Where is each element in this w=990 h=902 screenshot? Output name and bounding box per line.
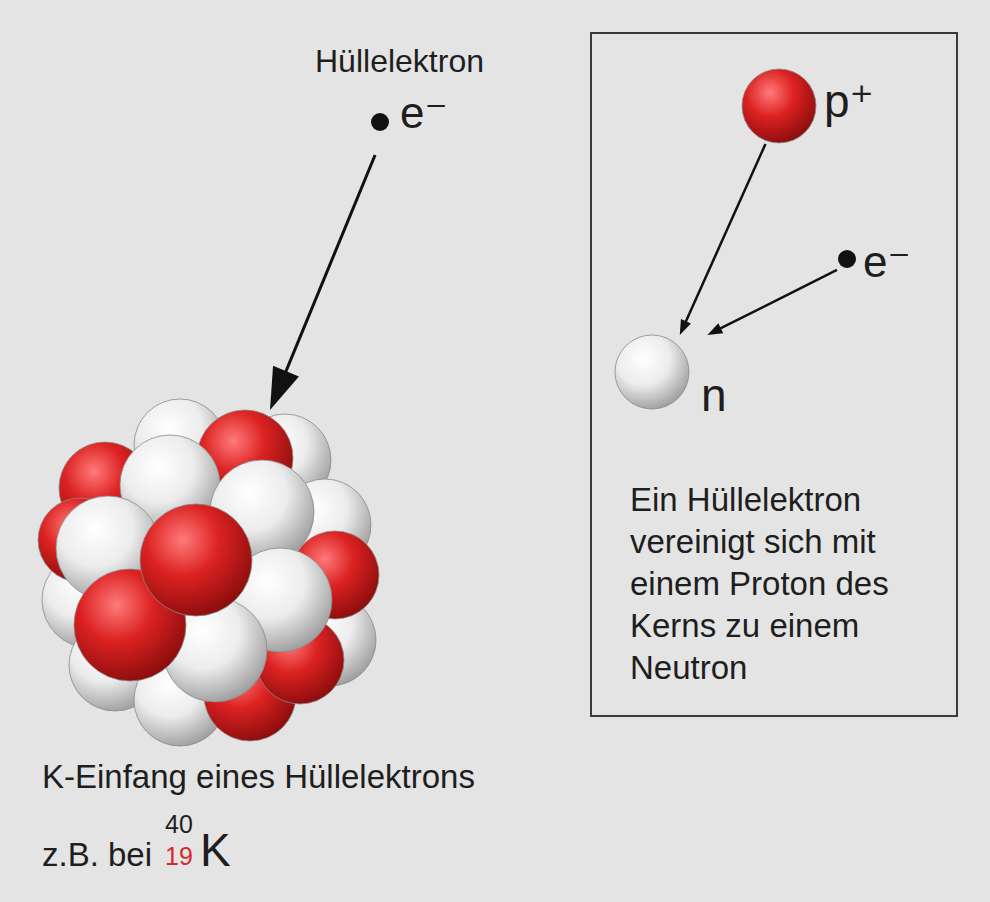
- nucleus-node: K-Einfang eines Hüllelektrons: [36, 410, 556, 805]
- proton-particle: p⁺: [742, 69, 880, 144]
- arrow-connector: [707, 270, 837, 335]
- proton-symbol: p⁺: [824, 75, 874, 128]
- neutron-symbol: n: [701, 369, 727, 422]
- arrow-connector: [680, 144, 766, 335]
- proton-sphere: [140, 504, 252, 616]
- inset-box: Ein Hüllelektron vereinigt sich mit eine…: [590, 32, 958, 717]
- inset-description: Ein Hüllelektron vereinigt sich mit eine…: [630, 479, 935, 689]
- electron-symbol: e⁻: [400, 88, 448, 139]
- particle-sphere: [615, 335, 689, 409]
- arrow-head: [680, 319, 691, 335]
- arrow-head: [707, 323, 723, 335]
- particle-sphere: [742, 69, 816, 143]
- inset-electron: e⁻: [837, 239, 927, 294]
- example-prefix: z.B. bei: [42, 836, 152, 874]
- orbital-electron: Hüllelektron e⁻: [310, 38, 520, 155]
- arrow-connector: [270, 155, 375, 410]
- element-symbol: K: [200, 824, 231, 877]
- particle-ball: [614, 334, 690, 410]
- nucleus-caption: K-Einfang eines Hüllelektrons: [42, 758, 475, 796]
- electron-heading: Hüllelektron: [315, 43, 484, 80]
- arrow-line: [286, 155, 375, 372]
- mass-number: 40: [165, 810, 193, 839]
- electron-dot: [371, 113, 389, 131]
- electron-dot: [838, 250, 856, 268]
- nucleus-spheres: [38, 399, 379, 746]
- arrow-line: [686, 144, 766, 322]
- atomic-number: 19: [165, 842, 193, 871]
- particle-ball: [741, 68, 817, 144]
- arrow-head: [270, 366, 299, 410]
- electron-symbol: e⁻: [863, 237, 911, 288]
- neutron-particle: n: [615, 335, 735, 428]
- arrow-line: [720, 270, 837, 329]
